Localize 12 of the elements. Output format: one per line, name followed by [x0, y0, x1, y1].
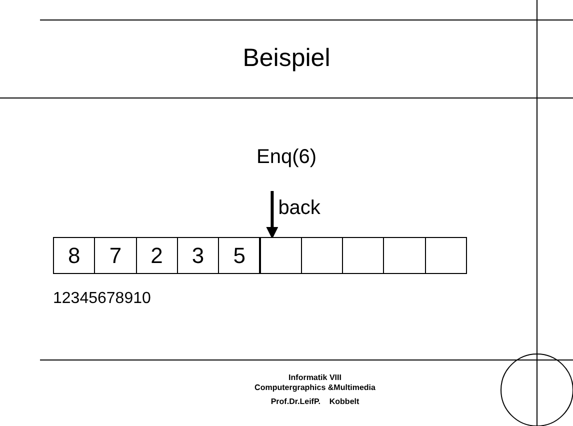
footer-text: Computergraphics &Multimedia — [254, 383, 376, 392]
arrow — [266, 191, 278, 239]
footer-text: Informatik VIII — [288, 373, 342, 382]
array-cell: 5 — [218, 237, 260, 274]
slide-title: Beispiel — [242, 44, 332, 73]
array-cell: 2 — [136, 237, 178, 274]
footer-text: Prof.Dr.LeifP. Kobbelt — [270, 397, 360, 406]
index-label: 12345678910 — [53, 290, 151, 308]
array-cell: 7 — [94, 237, 137, 274]
array-cell: 3 — [176, 237, 220, 274]
operation-label: Enq(6) — [255, 146, 318, 169]
array-cell: 8 — [53, 237, 96, 274]
